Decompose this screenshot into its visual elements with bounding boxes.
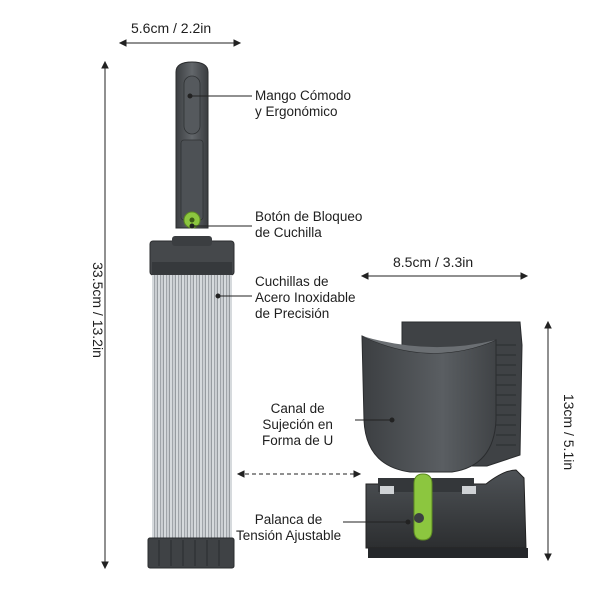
callout-channel: Canal de Sujeción en Forma de U [262, 401, 334, 448]
callout-blades: Cuchillas de Acero Inoxidable de Precisi… [255, 274, 356, 321]
dimension-width-holder: 8.5cm / 3.3in [393, 254, 474, 270]
callout-handle: Mango Cómodo y Ergonómico [255, 88, 352, 119]
callout-lines [187, 93, 411, 525]
dimension-lines [101, 39, 552, 570]
tension-lever [413, 473, 433, 541]
callout-lever: Palanca de Tensión Ajustable [236, 512, 342, 543]
dimension-height-holder: 13cm / 5.1in [561, 393, 577, 471]
callout-lock-button: Botón de Bloqueo de Cuchilla [255, 209, 363, 240]
bottom-cap [147, 537, 235, 569]
dimension-width-top: 5.6cm / 2.2in [131, 20, 212, 36]
u-channel-holder [361, 321, 528, 558]
dimension-height-left: 33.5cm / 13.2in [90, 262, 106, 358]
insertion-arrow [236, 470, 362, 478]
steel-blades [152, 275, 232, 540]
blade-tool [147, 61, 235, 569]
